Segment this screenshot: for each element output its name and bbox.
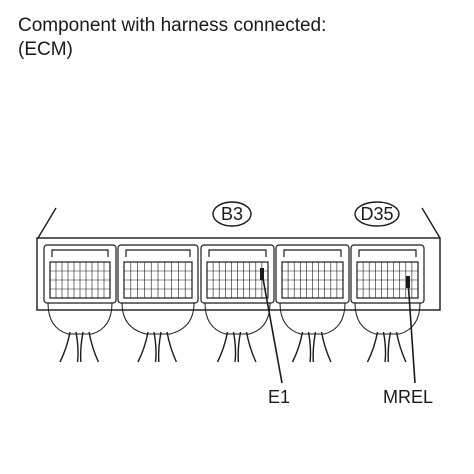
pin-leader-lines [261, 272, 416, 384]
caption-component: (ECM) [18, 39, 73, 60]
connector-blocks [43, 244, 425, 304]
connector-block [350, 244, 425, 304]
connector-callout-d35: D35 [354, 201, 400, 227]
caption-title: Component with harness connected: [18, 15, 327, 36]
wire-harness [47, 302, 421, 363]
connector-id-d35: D35 [360, 204, 393, 224]
leader-e1 [261, 272, 283, 384]
connector-block [275, 244, 350, 304]
connector-block [117, 244, 199, 304]
pin-label-e1: E1 [268, 387, 290, 407]
pin-marker-mrel [406, 276, 410, 288]
pin-markers [260, 268, 410, 288]
connector-block [43, 244, 117, 304]
leader-mrel [407, 279, 416, 384]
connector-callout-b3: B3 [212, 201, 252, 227]
caption: Component with harness connected: (ECM) [18, 14, 326, 62]
connector-block [200, 244, 275, 304]
pin-marker-e1 [260, 268, 264, 280]
connector-id-b3: B3 [221, 204, 243, 224]
pin-label-mrel: MREL [383, 387, 433, 407]
